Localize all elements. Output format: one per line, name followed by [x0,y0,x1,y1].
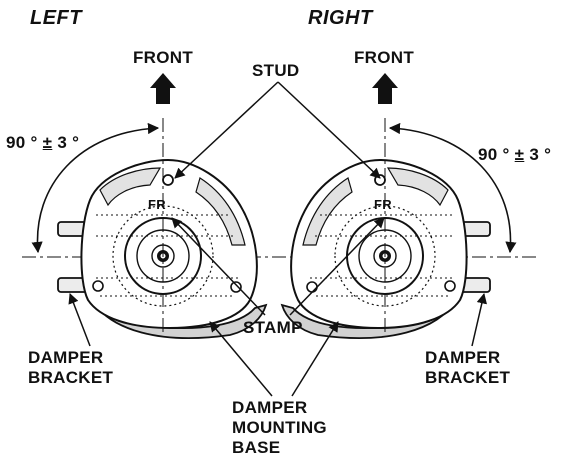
base-leader-right [291,321,339,397]
right-bracket-line-1: DAMPER [425,348,501,367]
left-angle-tol: 3 ° [57,133,80,152]
stamp-label: STAMP [243,318,303,337]
right-fr-mark: FR [374,197,392,212]
right-angle-tol: 3 ° [529,145,552,164]
left-mount [57,158,268,339]
base-line-2: MOUNTING [232,418,327,437]
left-body-shading-2 [195,177,246,246]
right-front-label: FRONT [354,48,415,67]
right-stud-hole [374,174,386,186]
right-damper-bracket-label: DAMPER BRACKET [425,348,510,388]
right-hole-lower-right [306,281,318,293]
stud-leader-left [174,81,279,179]
right-angle-arc [388,122,517,254]
left-hole-lower-right [230,281,242,293]
base-leader-left [209,321,273,397]
left-damper-bracket-label: DAMPER BRACKET [28,348,113,388]
right-hole-lower-left [444,280,456,292]
left-front-arrow-icon [150,73,176,104]
damper-mounting-base-label: DAMPER MOUNTING BASE [232,398,327,458]
bracket-leader-right [471,292,487,347]
left-bracket-line-1: DAMPER [28,348,104,367]
left-hole-lower-left [92,280,104,292]
base-line-3: BASE [232,438,281,457]
right-body-shading-2 [302,177,353,246]
stud-leader-right [277,81,381,179]
left-side-label: LEFT [30,7,82,29]
left-angle-label: 90 ° ± 3 ° [6,133,79,153]
left-angle-pm: ± [42,133,53,152]
left-stud-hole [162,174,174,186]
left-angle-value: 90 ° [6,133,38,152]
base-line-1: DAMPER [232,398,308,417]
stud-label: STUD [252,61,300,80]
left-fr-mark: FR [148,197,166,212]
stamp-leader-right [289,217,385,316]
right-angle-value: 90 ° [478,145,510,164]
stamp-leader-left [171,217,266,316]
right-side-label: RIGHT [308,7,373,29]
left-angle-arc [31,122,160,254]
right-bracket-line-2: BRACKET [425,368,511,387]
right-angle-label: 90 ° ± 3 ° [478,145,551,165]
right-angle-pm: ± [514,145,525,164]
left-bracket-line-2: BRACKET [28,368,114,387]
bracket-leader-left [68,293,91,347]
right-mount [280,158,491,339]
right-front-arrow-icon [372,73,398,104]
left-front-label: FRONT [133,48,194,67]
